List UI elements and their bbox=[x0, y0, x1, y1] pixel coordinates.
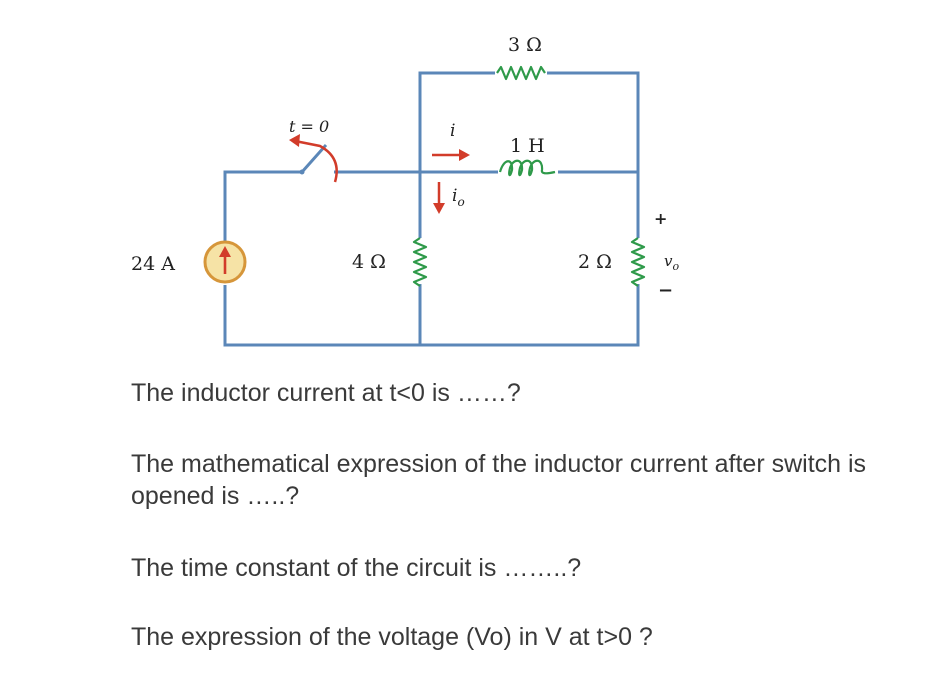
vo-minus: − bbox=[658, 280, 673, 301]
resistor-3-label: 3 Ω bbox=[508, 34, 542, 56]
switch bbox=[289, 134, 338, 183]
resistor-2-label: 2 Ω bbox=[578, 251, 612, 273]
source-label: 24 A bbox=[131, 253, 175, 275]
current-i-arrow bbox=[432, 149, 470, 161]
resistor-4-ohm bbox=[412, 237, 428, 287]
circuit-diagram: 24 A t = 0 4 Ω 3 Ω 1 H 2 Ω i io + vo − bbox=[131, 34, 679, 347]
switch-label: t = 0 bbox=[289, 117, 329, 136]
current-io-arrow bbox=[433, 182, 445, 214]
circuit-wires bbox=[223, 71, 640, 347]
resistor-4-label: 4 Ω bbox=[352, 251, 386, 273]
vo-label: vo bbox=[664, 252, 679, 273]
current-io-symbol: i bbox=[452, 186, 457, 206]
current-io-label: io bbox=[452, 186, 465, 209]
question-inductor-current-initial: The inductor current at t<0 is ……? bbox=[131, 379, 521, 407]
vo-symbol: v bbox=[664, 252, 673, 270]
question-inductor-current-expression: The mathematical expression of the induc… bbox=[131, 450, 867, 510]
question-vo-expression: The expression of the voltage (Vo) in V … bbox=[131, 623, 653, 651]
inductor-1h bbox=[498, 159, 556, 177]
question-time-constant: The time constant of the circuit is ……..… bbox=[131, 554, 582, 582]
current-io-subscript: o bbox=[457, 195, 464, 209]
vo-plus: + bbox=[654, 209, 667, 228]
current-i-label: i bbox=[450, 121, 455, 141]
resistor-3-ohm bbox=[496, 65, 546, 81]
vo-subscript: o bbox=[672, 260, 679, 273]
current-source bbox=[203, 240, 247, 285]
inductor-label: 1 H bbox=[510, 135, 545, 157]
resistor-2-ohm bbox=[630, 237, 646, 287]
